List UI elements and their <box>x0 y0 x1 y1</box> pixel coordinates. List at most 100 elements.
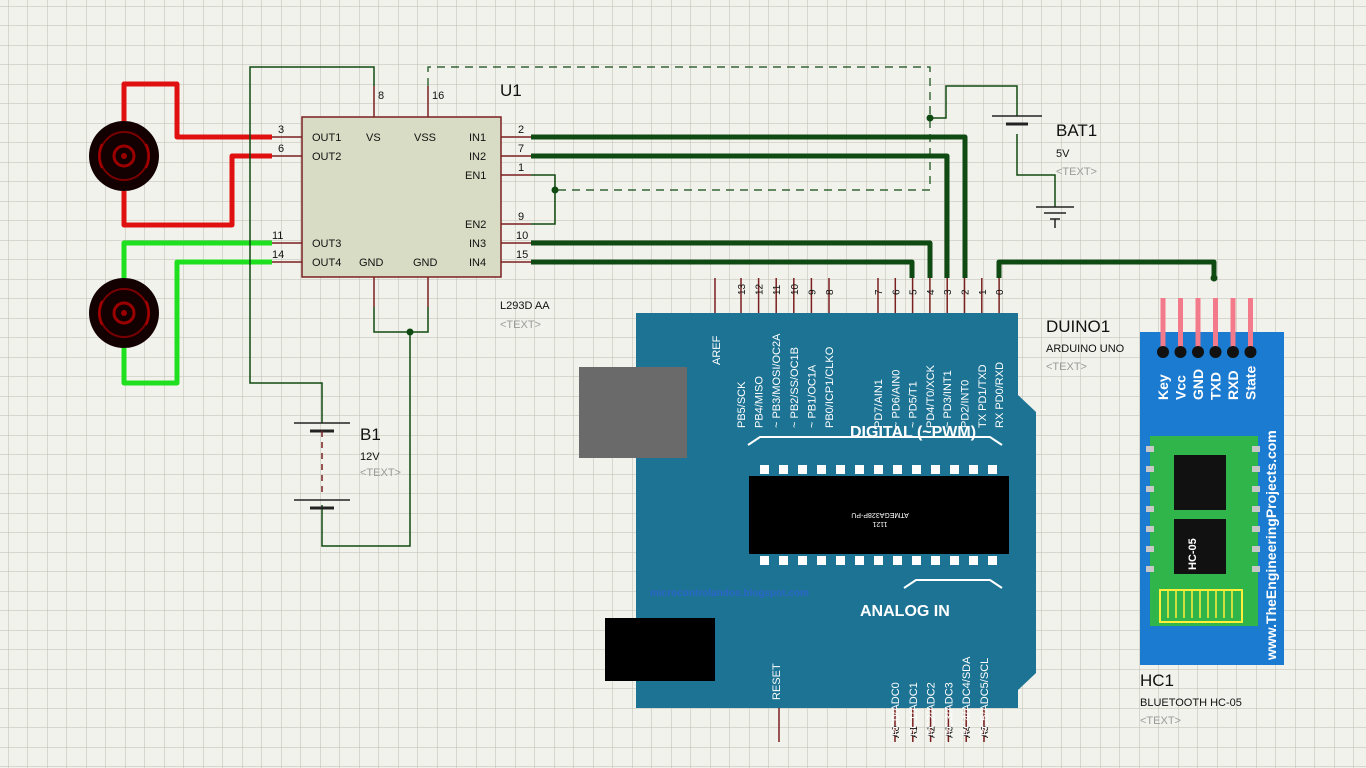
digital-pin-11[interactable]: 11~ PB3/MOSI/OC2A <box>771 278 783 428</box>
motor-top[interactable] <box>89 121 159 191</box>
analog-pin-num: A1 <box>909 725 920 738</box>
pin-in2-label: IN2 <box>469 151 486 163</box>
digital-pin-9[interactable]: 9~ PB1/OC1A <box>806 278 818 428</box>
analog-pin-name: PC2/ADC2 <box>926 682 938 736</box>
digital-pin-3[interactable]: 3 ~ PD3/INT1 <box>942 278 954 428</box>
pin-gnd1-label: GND <box>359 257 384 269</box>
chip-sub-label: 1121 <box>872 520 887 527</box>
digital-pin-name: ~ PB3/MOSI/OC2A <box>771 333 783 428</box>
atmega-chip <box>749 476 1009 554</box>
hc05-text: <TEXT> <box>1140 715 1181 727</box>
hc05-pin-rxd[interactable]: RXD <box>1225 298 1241 400</box>
analog-pin-num: A0 <box>891 725 902 738</box>
hc05-pin-state[interactable]: State <box>1243 298 1259 400</box>
battery-5v[interactable] <box>992 115 1074 228</box>
analog-pin-num: A3 <box>944 725 955 738</box>
digital-pin-name: ~ PD3/INT1 <box>942 370 954 428</box>
hc05-pin-label: State <box>1243 366 1259 400</box>
arduino-board[interactable]: ATMEGA328P-PU 1121 DIGITAL (~PWM) ANALOG… <box>579 313 1036 708</box>
analog-pin-num: A2 <box>927 725 938 738</box>
analog-pin-num: A4 <box>962 725 973 738</box>
power-wires <box>249 66 1056 547</box>
logic-supply-wires <box>427 66 931 191</box>
pin-3-num: 3 <box>278 124 284 136</box>
arduino-ref: DUINO1 <box>1046 317 1110 336</box>
pin-1-num: 1 <box>518 162 524 174</box>
hc05-module[interactable]: HC-05 www.TheEngineeringProjects.com <box>1140 332 1284 665</box>
digital-pin-name: ~ PD6/AIN0 <box>890 370 902 428</box>
pin-out1-label: OUT1 <box>312 132 341 144</box>
driver-part: L293D AA <box>500 300 550 312</box>
digital-pin-num: 1 <box>978 289 989 295</box>
pin-vs-label: VS <box>366 132 381 144</box>
digital-pin-name: PB0/ICP1/CLKO <box>824 346 836 428</box>
pin-10-num: 10 <box>516 230 528 242</box>
digital-pin-num: 3 <box>943 289 954 295</box>
reset-label: RESET <box>771 663 783 700</box>
digital-pin-name: PB4/MISO <box>754 376 766 428</box>
hc05-side-text: www.TheEngineeringProjects.com <box>1263 430 1279 661</box>
digital-pin-0[interactable]: 0RX PD0/RXD <box>994 278 1006 428</box>
pin-out3-label: OUT3 <box>312 238 341 250</box>
digital-pin-name: PD2/INT0 <box>960 380 972 428</box>
digital-bracket <box>747 436 1003 446</box>
battery-5v-text: <TEXT> <box>1056 166 1097 178</box>
pin-vss-label: VSS <box>414 132 436 144</box>
digital-pin-5[interactable]: 5~ PD5/T1 <box>908 278 920 428</box>
digital-pin-num: 7 <box>874 289 885 295</box>
pin-7-num: 7 <box>518 143 524 155</box>
pin-2-num: 2 <box>518 124 524 136</box>
hc05-pin-label: TXD <box>1208 372 1224 400</box>
pin-11-num: 11 <box>272 230 283 242</box>
motor-bottom[interactable] <box>89 278 159 348</box>
motor-bottom-wires <box>121 240 272 386</box>
arduino-model: ARDUINO UNO <box>1046 343 1125 355</box>
hc05-pin-label: Key <box>1155 374 1171 400</box>
hc05-pin-vcc[interactable]: Vcc <box>1173 298 1189 400</box>
digital-pin-1[interactable]: 1TX PD1/TXD <box>977 278 989 428</box>
digital-pin-num: 10 <box>790 283 801 295</box>
analog-label: ANALOG IN <box>860 603 950 620</box>
battery-12v-value: 12V <box>360 451 380 463</box>
analog-pin-name: PC5/ADC5/SCL <box>979 658 991 736</box>
digital-label: DIGITAL (~PWM) <box>850 424 976 441</box>
driver-ref: U1 <box>500 81 522 100</box>
vcc-junction <box>926 114 934 122</box>
digital-pin-name: PD4/T0/XCK <box>925 364 937 428</box>
digital-pin-6[interactable]: 6 ~ PD6/AIN0 <box>890 278 902 428</box>
battery-5v-ref: BAT1 <box>1056 121 1097 140</box>
hc05-pin-txd[interactable]: TXD <box>1208 298 1224 400</box>
battery-12v-ref: B1 <box>360 425 381 444</box>
pin-gnd2-label: GND <box>413 257 438 269</box>
l293d-driver[interactable]: OUT1 OUT2 OUT3 OUT4 3 6 11 14 IN1 IN2 EN… <box>272 86 531 307</box>
hc05-pin-gnd[interactable]: GND <box>1190 298 1206 400</box>
pin-in1-label: IN1 <box>469 132 486 144</box>
hc05-pin-key[interactable]: Key <box>1155 298 1171 400</box>
enable-junction <box>551 186 559 194</box>
pin-out2-label: OUT2 <box>312 151 341 163</box>
digital-pin-num: 8 <box>825 289 836 295</box>
enable-wires <box>531 174 556 225</box>
digital-pin-num: 6 <box>891 289 902 295</box>
digital-pin-name: PB5/SCK <box>736 381 748 428</box>
watermark: microcontrolandos.blogspot.com <box>650 588 809 599</box>
analog-pin-name: PC4/ADC4/SDA <box>961 656 973 736</box>
digital-pin-10[interactable]: 10~ PB2/SS/OC1B <box>789 278 801 428</box>
analog-pin-name: PC1/ADC1 <box>908 682 920 736</box>
battery-12v[interactable] <box>294 422 350 510</box>
